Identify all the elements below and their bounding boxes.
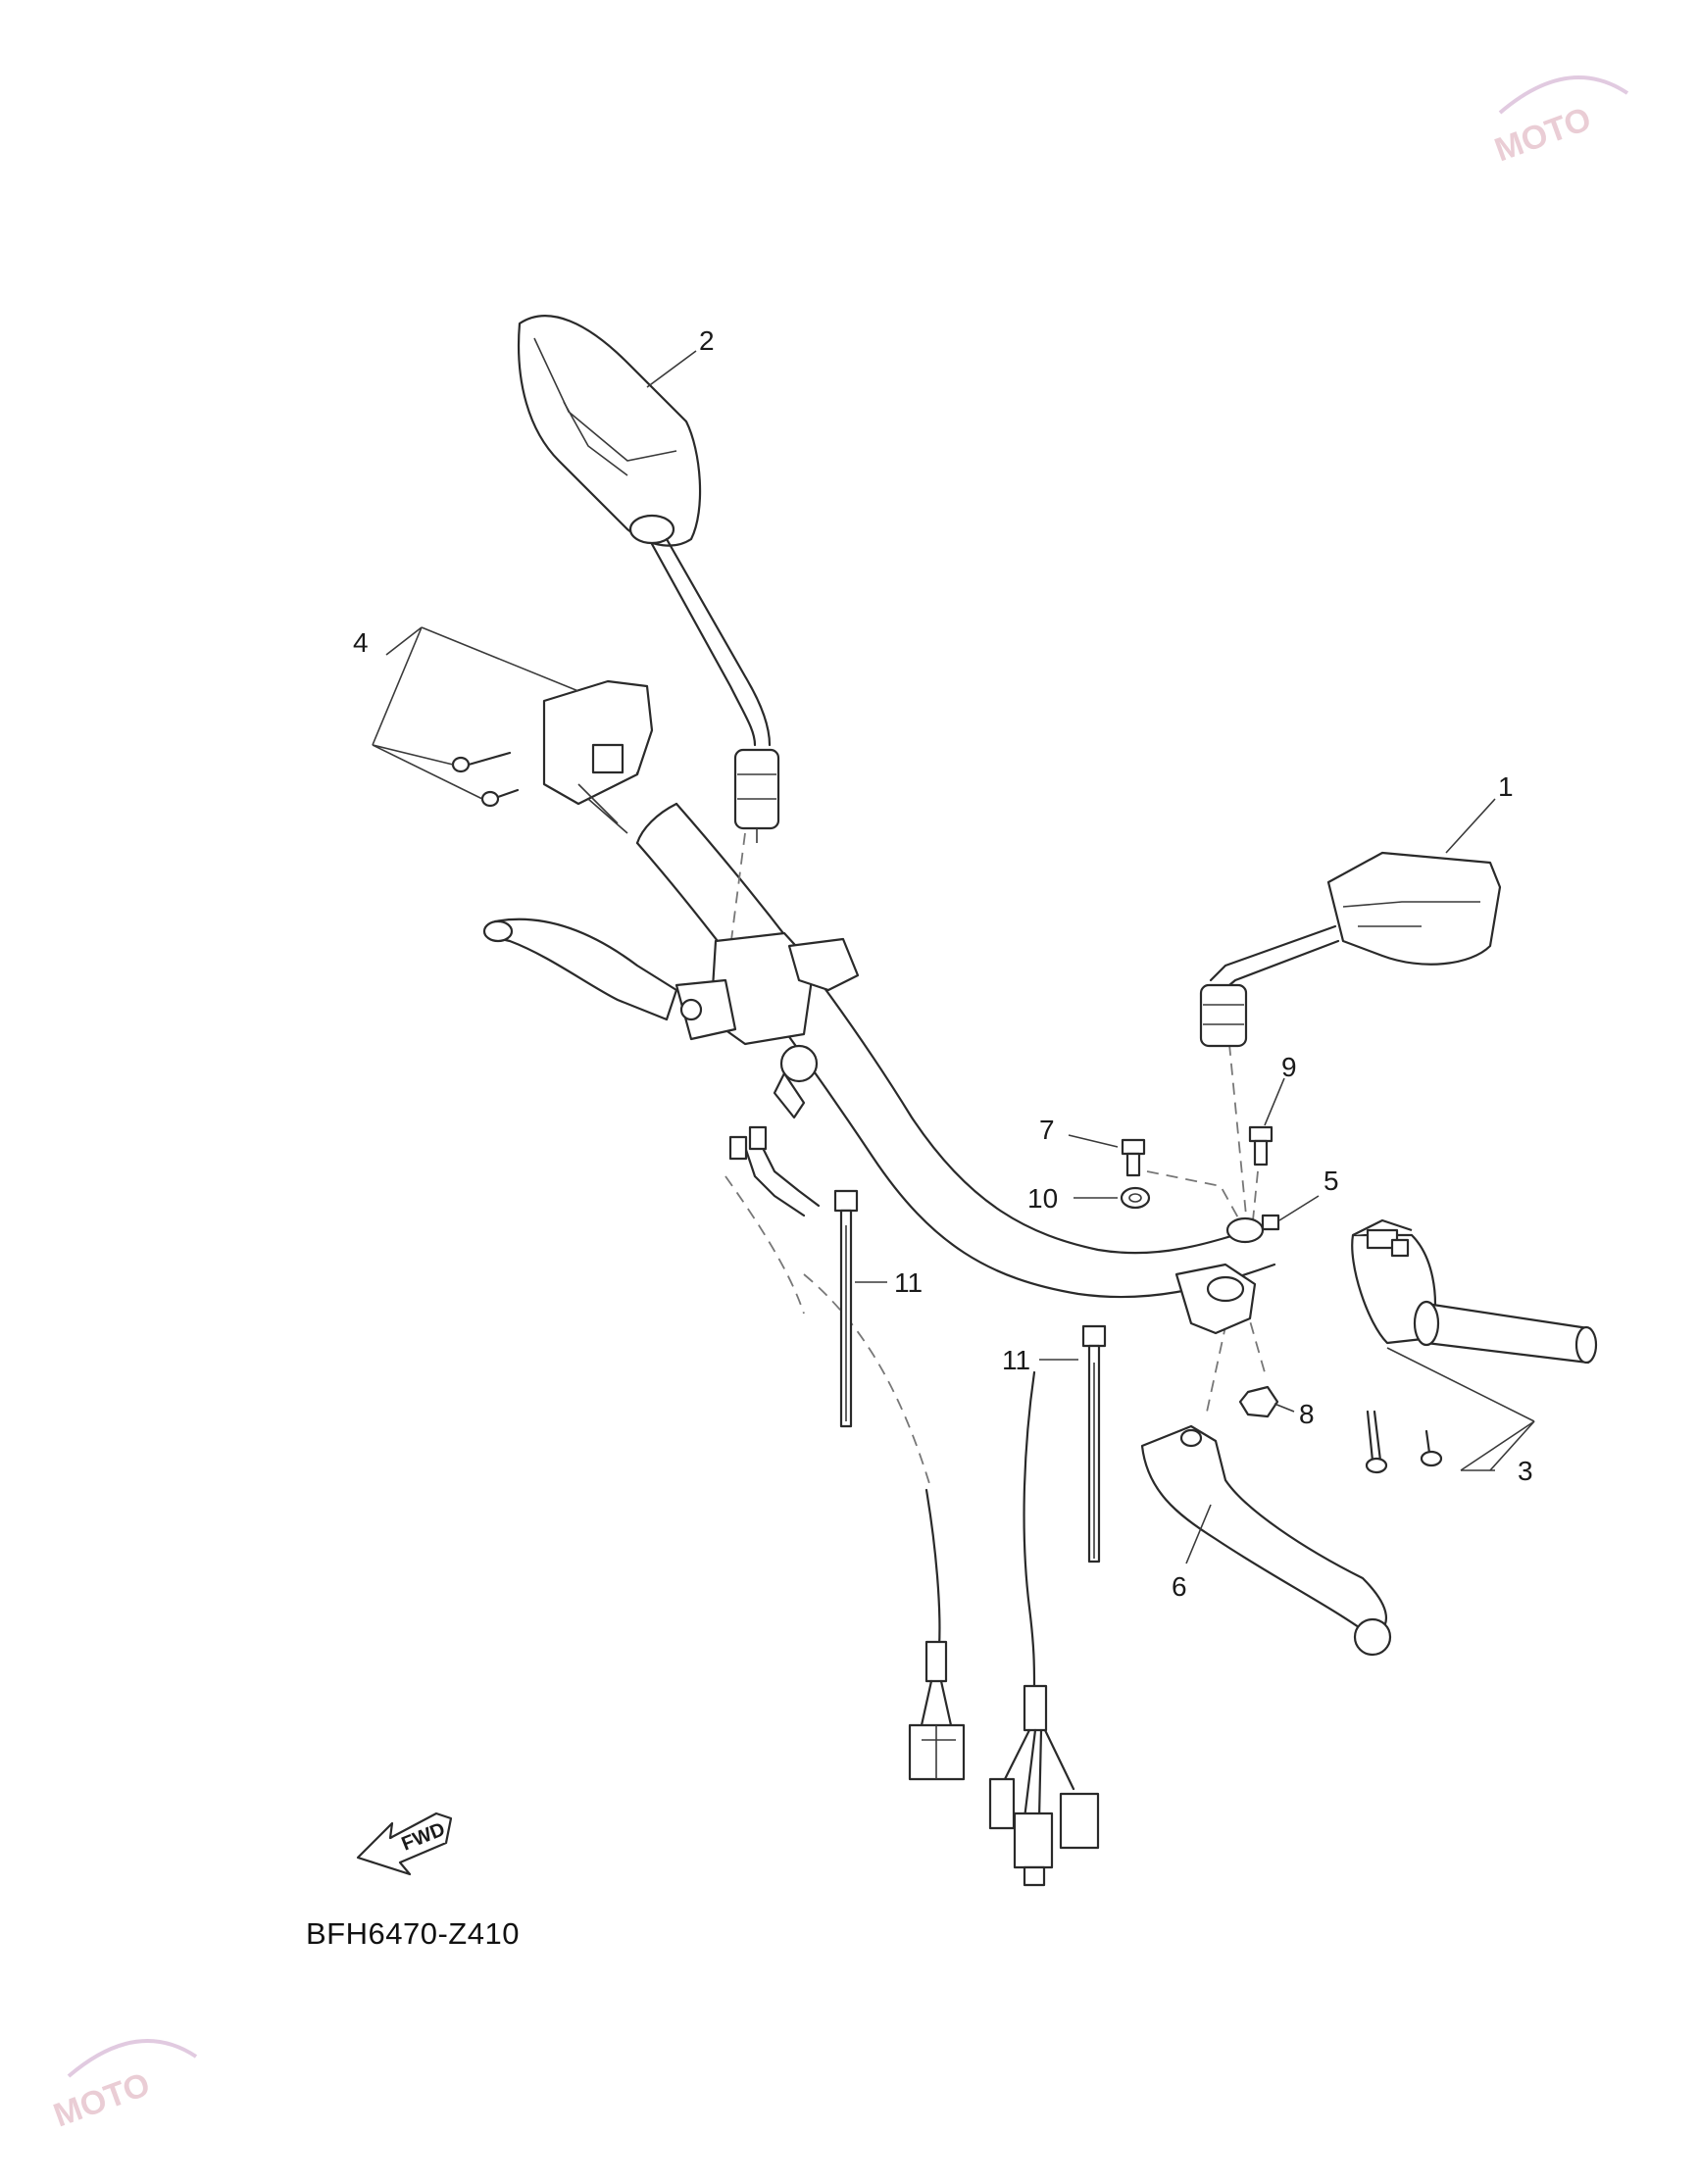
handlebar [635,802,1276,1299]
watermark-text: MOTO [1490,100,1596,169]
left-switch-wires [728,1125,821,1217]
reference-lines [724,832,1266,1491]
diagram-code: BFH6470-Z410 [306,1916,520,1951]
washer-10 [1120,1186,1151,1210]
callout-9: 9 [1281,1052,1297,1082]
left-lever [482,918,678,1021]
right-mirror [1199,851,1502,1048]
bolt-7 [1121,1138,1146,1177]
left-master-cylinder [674,931,860,1119]
left-switch-screw-upper [451,751,512,773]
callout-6: 6 [1172,1571,1187,1602]
leader-3 [1386,1347,1535,1471]
callout-10: 10 [1027,1183,1058,1214]
leader-lines [646,350,1496,1564]
fwd-arrow-icon: FWD [356,1812,453,1876]
cable-tie-right [1081,1324,1107,1564]
right-switch-screws [1365,1410,1443,1474]
right-lever [1140,1424,1392,1657]
connector-right [988,1370,1100,1887]
callout-11-left: 11 [894,1267,923,1298]
right-grip [1413,1300,1598,1365]
callout-11-right: 11 [1002,1345,1030,1375]
callout-1: 1 [1498,771,1514,802]
callout-3: 3 [1518,1456,1533,1486]
callout-8: 8 [1299,1399,1315,1429]
nut-8 [1238,1385,1279,1418]
cable-tie-left [833,1189,859,1428]
connector-left [908,1488,966,1781]
watermark-text: MOTO [49,2065,155,2134]
watermark-top-right: MOTO [1490,75,1629,170]
leader-4 [372,626,579,800]
callout-4: 4 [353,627,369,658]
bolt-9 [1248,1125,1274,1166]
left-handlebar-switch [542,679,654,834]
callout-7: 7 [1039,1115,1055,1145]
lever-holder [1174,1214,1280,1335]
left-mirror [517,315,780,843]
watermark-bottom-left: MOTO [49,2039,198,2135]
callout-5: 5 [1323,1166,1339,1196]
left-switch-screw-lower [480,788,520,808]
callout-2: 2 [699,325,715,356]
